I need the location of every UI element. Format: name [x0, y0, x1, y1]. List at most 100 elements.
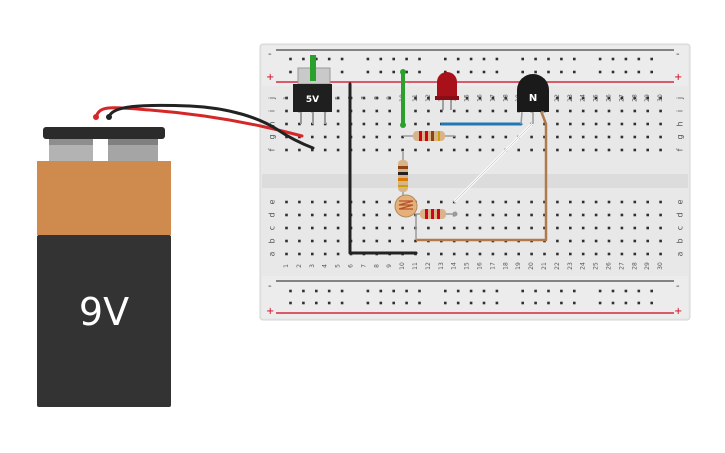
- breadboard-hole[interactable]: [427, 200, 430, 204]
- breadboard-hole[interactable]: [659, 213, 662, 217]
- rail-hole[interactable]: [534, 289, 537, 293]
- resistor-vertical[interactable]: [398, 152, 408, 200]
- breadboard-hole[interactable]: [530, 213, 533, 217]
- breadboard-hole[interactable]: [401, 239, 404, 243]
- breadboard-hole[interactable]: [569, 252, 572, 256]
- rail-hole[interactable]: [444, 301, 447, 305]
- breadboard-hole[interactable]: [375, 122, 379, 126]
- breadboard-hole[interactable]: [607, 135, 611, 139]
- battery-9v[interactable]: 9V: [37, 127, 171, 407]
- breadboard-hole[interactable]: [594, 239, 598, 243]
- breadboard-hole[interactable]: [556, 239, 559, 243]
- breadboard-hole[interactable]: [620, 200, 624, 204]
- breadboard-hole[interactable]: [581, 122, 585, 126]
- breadboard-hole[interactable]: [633, 135, 637, 139]
- rail-hole[interactable]: [315, 57, 318, 61]
- rail-hole[interactable]: [418, 289, 421, 293]
- breadboard-hole[interactable]: [620, 252, 624, 256]
- breadboard-hole[interactable]: [504, 96, 508, 100]
- breadboard-hole[interactable]: [633, 148, 637, 152]
- breadboard-hole[interactable]: [594, 109, 598, 113]
- breadboard-hole[interactable]: [388, 226, 391, 230]
- breadboard-hole[interactable]: [388, 109, 391, 113]
- breadboard-hole[interactable]: [427, 252, 430, 256]
- breadboard-hole[interactable]: [465, 135, 469, 139]
- breadboard-hole[interactable]: [491, 200, 495, 204]
- breadboard-hole[interactable]: [646, 226, 649, 230]
- breadboard-hole[interactable]: [336, 239, 340, 243]
- breadboard-hole[interactable]: [427, 148, 430, 152]
- breadboard-hole[interactable]: [362, 122, 366, 126]
- breadboard-hole[interactable]: [298, 122, 301, 126]
- red-led[interactable]: [435, 72, 459, 110]
- voltage-regulator[interactable]: 5V: [293, 55, 332, 124]
- rail-hole[interactable]: [340, 70, 344, 74]
- breadboard-hole[interactable]: [646, 148, 649, 152]
- rail-hole[interactable]: [469, 301, 473, 305]
- rail-hole[interactable]: [598, 57, 602, 61]
- rail-hole[interactable]: [650, 57, 653, 61]
- rail-hole[interactable]: [482, 57, 486, 61]
- breadboard-hole[interactable]: [323, 252, 327, 256]
- rail-hole[interactable]: [302, 57, 305, 61]
- breadboard-hole[interactable]: [556, 135, 559, 139]
- breadboard-hole[interactable]: [452, 226, 456, 230]
- rail-hole[interactable]: [469, 57, 473, 61]
- breadboard-hole[interactable]: [285, 239, 288, 243]
- battery-red-lead[interactable]: [94, 106, 304, 138]
- breadboard-hole[interactable]: [465, 148, 469, 152]
- breadboard-hole[interactable]: [362, 226, 366, 230]
- rail-hole[interactable]: [340, 301, 344, 305]
- rail-hole[interactable]: [624, 301, 628, 305]
- rail-hole[interactable]: [521, 301, 524, 305]
- breadboard-hole[interactable]: [336, 96, 340, 100]
- breadboard-hole[interactable]: [504, 135, 508, 139]
- breadboard-hole[interactable]: [620, 239, 624, 243]
- breadboard-hole[interactable]: [388, 122, 391, 126]
- breadboard-hole[interactable]: [440, 200, 443, 204]
- rail-hole[interactable]: [418, 70, 421, 74]
- rail-hole[interactable]: [289, 70, 292, 74]
- rail-hole[interactable]: [327, 289, 331, 293]
- breadboard-hole[interactable]: [517, 148, 520, 152]
- breadboard-hole[interactable]: [543, 148, 546, 152]
- breadboard-hole[interactable]: [375, 239, 379, 243]
- breadboard-hole[interactable]: [375, 135, 379, 139]
- breadboard-hole[interactable]: [478, 252, 482, 256]
- breadboard-hole[interactable]: [401, 135, 404, 139]
- rail-hole[interactable]: [521, 70, 524, 74]
- breadboard-hole[interactable]: [569, 96, 572, 100]
- breadboard-hole[interactable]: [504, 200, 508, 204]
- breadboard-hole[interactable]: [530, 226, 533, 230]
- breadboard-hole[interactable]: [517, 200, 520, 204]
- breadboard-hole[interactable]: [491, 252, 495, 256]
- rail-hole[interactable]: [469, 70, 473, 74]
- breadboard-hole[interactable]: [478, 135, 482, 139]
- rail-hole[interactable]: [379, 57, 383, 61]
- breadboard-hole[interactable]: [285, 252, 288, 256]
- breadboard-hole[interactable]: [311, 213, 314, 217]
- rail-hole[interactable]: [327, 57, 331, 61]
- breadboard-hole[interactable]: [594, 122, 598, 126]
- breadboard-hole[interactable]: [375, 200, 379, 204]
- breadboard-hole[interactable]: [285, 200, 288, 204]
- rail-hole[interactable]: [650, 301, 653, 305]
- breadboard-hole[interactable]: [594, 148, 598, 152]
- rail-hole[interactable]: [611, 70, 615, 74]
- rail-hole[interactable]: [637, 301, 641, 305]
- breadboard-hole[interactable]: [427, 226, 430, 230]
- breadboard-hole[interactable]: [620, 122, 624, 126]
- brown-jumper-wire[interactable]: [416, 110, 548, 242]
- breadboard-hole[interactable]: [543, 213, 546, 217]
- breadboard-hole[interactable]: [362, 109, 366, 113]
- breadboard-hole[interactable]: [581, 135, 585, 139]
- rail-hole[interactable]: [624, 70, 628, 74]
- breadboard-hole[interactable]: [478, 213, 482, 217]
- breadboard-hole[interactable]: [491, 213, 495, 217]
- rail-hole[interactable]: [302, 289, 305, 293]
- breadboard-hole[interactable]: [569, 200, 572, 204]
- rail-hole[interactable]: [289, 289, 292, 293]
- breadboard-hole[interactable]: [556, 200, 559, 204]
- rail-hole[interactable]: [315, 301, 318, 305]
- breadboard-hole[interactable]: [336, 135, 340, 139]
